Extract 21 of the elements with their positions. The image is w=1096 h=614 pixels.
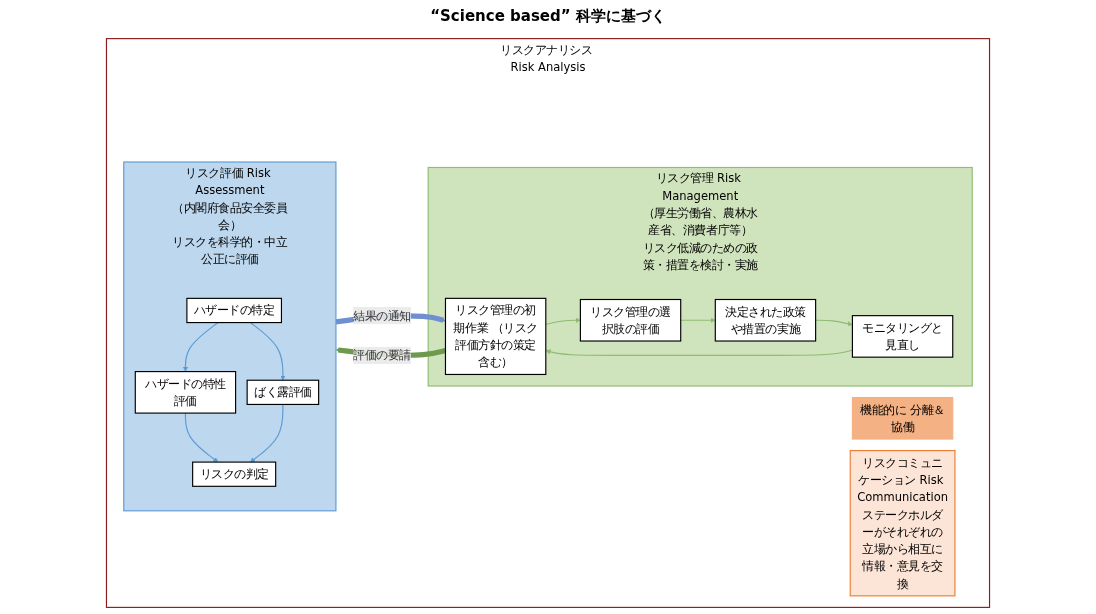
arrow [250,403,284,463]
node-box: リスクコミュニケーション Risk Communication ステークホルダーがそれぞれの立場から相互に情報・意見を交換 [849,450,956,597]
node-box: リスクの判定 [192,461,277,487]
node-box: ハザードの特性評価 [134,371,237,414]
edge-label: 結果の通知 [353,308,411,323]
node-box: リスク管理の選択肢の評価 [579,298,682,342]
arrow [815,319,853,327]
arrow [182,322,219,372]
node-box: モニタリングと見直し [851,315,954,358]
arrow [249,322,286,381]
node-box: ばく露評価 [246,379,320,405]
node-box: リスク管理の初期作業 （リスク評価方針の策定含む） [444,297,547,376]
node-box: 機能的に 分離＆協働 [851,396,954,440]
edge-label: 評価の要請 [353,348,411,363]
arrow [545,349,853,356]
note-text: “Science based” 科学に基づく [430,7,666,25]
node-box: ハザードの特定 [186,297,283,324]
arrow [184,412,219,463]
arrow [680,317,716,323]
node-box: 決定された政策や措置の実施 [714,298,817,342]
arrow [545,317,581,325]
